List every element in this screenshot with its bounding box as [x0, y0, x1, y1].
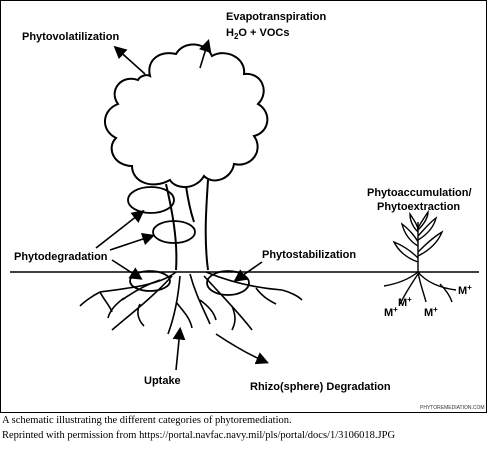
- metal-ion-3: M+: [384, 305, 398, 319]
- small-plant: [383, 209, 457, 305]
- phytostabilization-arrow: [233, 261, 263, 282]
- tree-roots: [79, 271, 303, 335]
- metal-ion-2: M+: [458, 283, 472, 297]
- phytostabilization-ellipse: [206, 270, 250, 296]
- uptake-arrow: [172, 326, 186, 371]
- watermark: PHYTOREMEDIATION.COM: [420, 405, 485, 411]
- label-uptake: Uptake: [144, 375, 181, 387]
- phytodegradation-ellipse-root: [129, 270, 171, 292]
- label-rhizo-degradation: Rhizo(sphere) Degradation: [250, 381, 391, 393]
- tree-canopy: [104, 43, 269, 188]
- phytovolatilization-arrow: [113, 45, 146, 75]
- metal-ion-3-m: M: [384, 307, 393, 319]
- label-h: H: [226, 27, 234, 39]
- caption-line-1: A schematic illustrating the different c…: [2, 415, 292, 426]
- phytodegradation-arrow-2: [109, 232, 156, 251]
- label-phytoextraction: Phytoextraction: [377, 201, 460, 213]
- metal-ion-2-m: M: [458, 285, 467, 297]
- label-phytodegradation: Phytodegradation: [14, 251, 108, 263]
- metal-ion-3-plus: +: [393, 305, 398, 314]
- tree-trunk: [165, 179, 209, 271]
- metal-ion-1-plus: +: [407, 295, 412, 304]
- metal-ion-1-m: M: [398, 297, 407, 309]
- phytoremediation-diagram: Phytovolatilization Evapotranspiration H…: [10, 11, 485, 411]
- label-evapotranspiration: Evapotranspiration: [226, 11, 327, 23]
- label-h-subscript: 2: [234, 32, 239, 41]
- phytodegradation-ellipse-upper: [127, 186, 175, 214]
- evapotranspiration-arrow: [199, 38, 212, 69]
- metal-ion-4: M+: [424, 305, 438, 319]
- label-o-vocs: O + VOCs: [238, 27, 289, 39]
- label-evapotranspiration-products: H2O + VOCs: [226, 27, 289, 41]
- caption-line-2: Reprinted with permission from https://p…: [2, 430, 396, 441]
- label-phytoaccumulation: Phytoaccumulation/: [367, 187, 472, 199]
- label-phytovolatilization: Phytovolatilization: [22, 31, 119, 43]
- phytodegradation-arrow-1: [95, 210, 145, 249]
- metal-ion-4-m: M: [424, 307, 433, 319]
- metal-ion-2-plus: +: [467, 283, 472, 292]
- metal-ion-4-plus: +: [433, 305, 438, 314]
- rhizo-degradation-arrow: [215, 333, 269, 365]
- phytodegradation-arrow-3: [111, 259, 143, 280]
- phytodegradation-ellipse-middle: [152, 220, 196, 244]
- label-phytostabilization: Phytostabilization: [262, 249, 356, 261]
- metal-ion-1: M+: [398, 295, 412, 309]
